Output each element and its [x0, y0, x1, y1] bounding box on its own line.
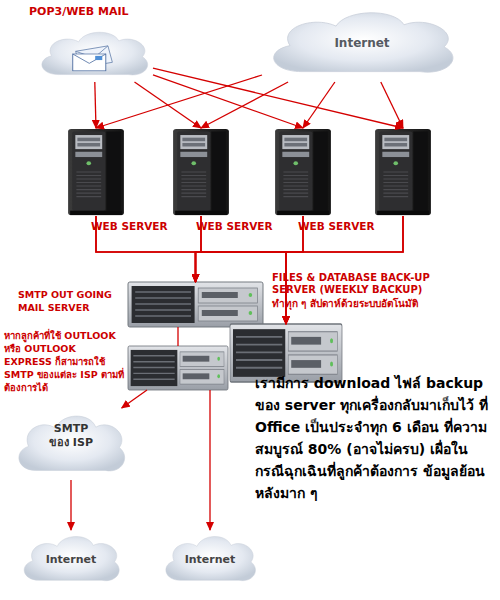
tower-server: WEB SERVER [272, 128, 334, 216]
tower-server: WEB SERVER [170, 128, 232, 216]
tower-server-shape [65, 128, 127, 216]
connector [381, 82, 403, 128]
connector [201, 82, 288, 128]
tower-server-shape [272, 128, 334, 216]
rack-server-shape [128, 282, 263, 327]
tower-server [372, 128, 434, 216]
cloud-node: POP3/WEB MAIL [35, 26, 153, 82]
node-label: WEB SERVER [298, 220, 375, 232]
node-label: POP3/WEB MAIL [29, 5, 129, 18]
connector [209, 390, 210, 530]
rack-server: หากลูกค้าที่ใช้ OUTLOOK หรือ OUTLOOK EXP… [128, 346, 228, 390]
connector [196, 216, 202, 282]
node-label: SMTP ของ ISP [42, 422, 100, 450]
connector [196, 216, 404, 282]
connector [153, 75, 303, 128]
connector [201, 216, 286, 324]
connector [196, 216, 304, 282]
cloud-node: SMTP ของ ISP [12, 408, 130, 480]
node-label: Internet [160, 530, 260, 588]
connector [96, 216, 286, 324]
cloud-node: Internet [18, 530, 124, 588]
connector [96, 216, 196, 282]
cloud-node: Internet [262, 4, 462, 82]
tower-server: WEB SERVER [65, 128, 127, 216]
node-label: SMTP OUT GOING MAIL SERVER [18, 288, 126, 314]
node-label: Internet [262, 4, 462, 82]
node-label: FILES & DATABASE BACK-UP SERVER (WEEKLY … [272, 272, 477, 296]
connector [96, 75, 262, 128]
connector [177, 327, 178, 346]
rack-server: FILES & DATABASE BACK-UP SERVER (WEEKLY … [230, 324, 342, 382]
connector [303, 82, 335, 128]
tower-server-shape [372, 128, 434, 216]
tower-server-shape [170, 128, 232, 216]
connector [70, 480, 71, 530]
cloud-node: Internet [160, 530, 260, 588]
connector [286, 216, 303, 324]
rack-server: SMTP OUT GOING MAIL SERVER [128, 282, 263, 327]
connector [153, 68, 403, 128]
connector [95, 82, 96, 128]
note-text: เรามีการ download ไฟล์ backup ของ server… [255, 372, 495, 504]
connector [286, 216, 403, 324]
node-label: WEB SERVER [196, 220, 273, 232]
connector [122, 390, 147, 408]
rack-server-shape [128, 346, 228, 390]
node-label: Internet [18, 530, 124, 588]
node-label: ทำทุก ๆ สัปดาห์ด้วยระบบอัตโนมัติ [272, 298, 418, 310]
node-label: WEB SERVER [91, 220, 168, 232]
cloud-shape [35, 26, 153, 82]
connector [135, 82, 202, 128]
rack-server-shape [230, 324, 342, 382]
node-label: หากลูกค้าที่ใช้ OUTLOOK หรือ OUTLOOK EXP… [4, 329, 124, 394]
